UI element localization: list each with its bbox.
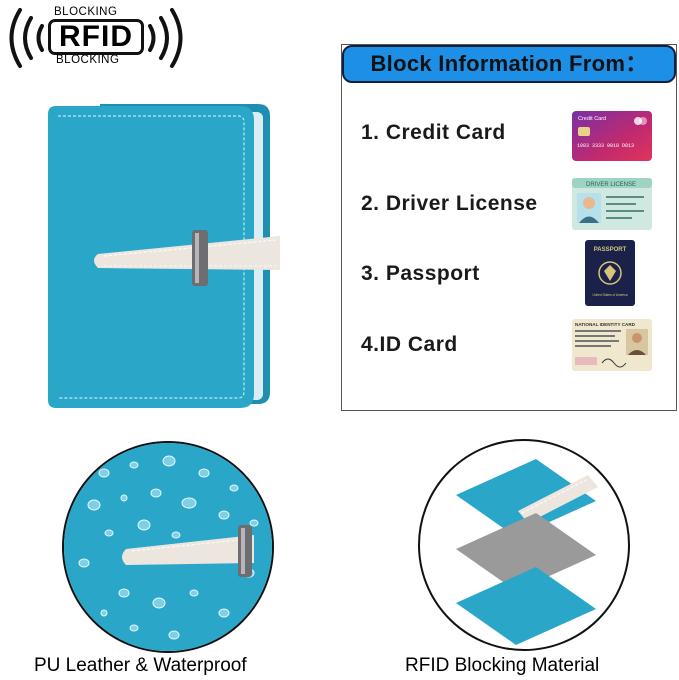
driver-license-header: DRIVER LICENSE [586,182,636,188]
block-item-label: 2. Driver License [361,192,538,215]
block-item-credit-card: 1. Credit Card Credit Card 1083 3333 001… [361,103,661,163]
block-item-passport: 3. Passport PASSPORT United States of Am… [361,240,661,306]
block-item-label: 4.ID Card [361,333,458,356]
credit-card-icon: Credit Card 1083 3333 0018 D813 [572,111,652,166]
wallet-product-image [40,100,280,420]
logo-bottom-text: BLOCKING [56,54,120,66]
signal-waves-icon [9,8,183,68]
block-item-id-card: 4.ID Card NATIONAL IDENTITY CARD [361,315,661,375]
feature-caption-waterproof: PU Leather & Waterproof [34,655,247,676]
id-card-icon: NATIONAL IDENTITY CARD [572,319,652,376]
block-item-label: 1. Credit Card [361,121,506,144]
block-information-panel: Block Information From： 1. Credit Card C… [341,44,677,411]
rfid-blocking-logo: BLOCKING RFID BLOCKING [2,4,188,72]
driver-license-icon: DRIVER LICENSE [572,178,652,235]
credit-card-number: 1083 3333 0018 D813 [577,143,634,149]
logo-top-text: BLOCKING [54,6,118,18]
id-card-header: NATIONAL IDENTITY CARD [575,322,636,327]
rfid-material-circle [418,439,630,651]
passport-title: PASSPORT [594,247,627,253]
feature-caption-rfid-material: RFID Blocking Material [405,655,600,676]
passport-icon: PASSPORT United States of America [585,240,635,311]
block-item-driver-license: 2. Driver License DRIVER LICENSE [361,174,661,234]
block-item-label: 3. Passport [361,262,480,285]
waterproof-leather-circle [62,441,274,653]
logo-main-text: RFID [48,19,144,55]
passport-country: United States of America [592,293,627,297]
credit-card-brand: Credit Card [578,116,606,122]
panel-title: Block Information From： [342,45,676,83]
